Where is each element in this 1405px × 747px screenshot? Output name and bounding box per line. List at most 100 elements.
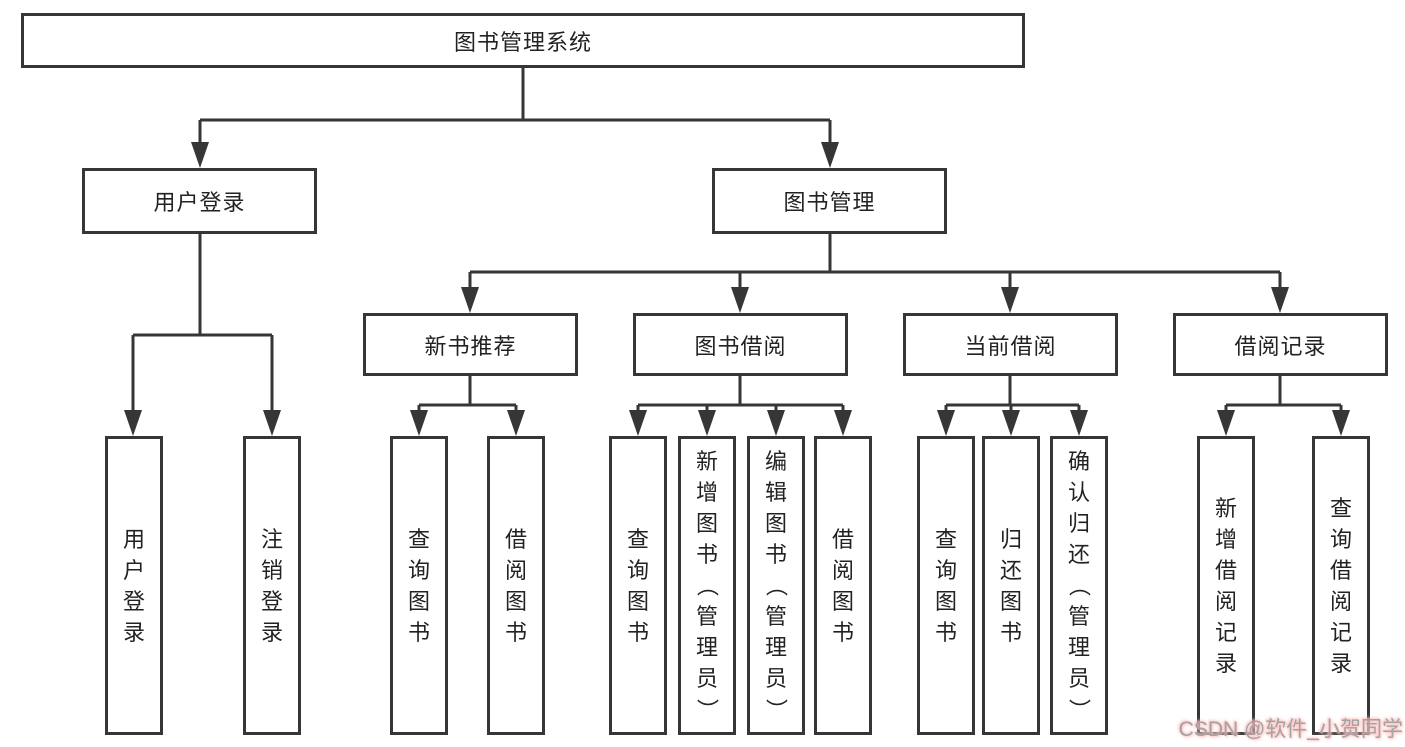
node-current-borrow: 当前借阅 [903, 313, 1118, 376]
char: 图 [504, 588, 527, 614]
char: 登 [122, 588, 145, 614]
node-root: 图书管理系统 [21, 13, 1025, 68]
char: 登 [260, 588, 283, 614]
char: 新 [1214, 495, 1237, 521]
leaf-logout: 注销登录 [243, 436, 301, 735]
char: 阅 [504, 557, 527, 583]
char: ） [1066, 698, 1092, 721]
char: 借 [1329, 557, 1352, 583]
char: 记 [1214, 619, 1237, 645]
leaf-borrow-books: 借阅图书 [814, 436, 872, 735]
char: 录 [122, 619, 145, 645]
node-book-borrow: 图书借阅 [633, 313, 848, 376]
char: 注 [260, 526, 283, 552]
char: 归 [999, 526, 1022, 552]
char: 借 [1214, 557, 1237, 583]
char: 阅 [1329, 588, 1352, 614]
leaf-edit-books-admin: 编辑图书（管理员） [747, 436, 805, 735]
leaf-logout-label: 注销登录 [261, 524, 283, 648]
char: 图 [999, 588, 1022, 614]
char: （ [694, 574, 720, 597]
leaf-return-books-label: 归还图书 [1000, 524, 1022, 648]
char: 书 [764, 542, 787, 567]
char: 记 [1329, 619, 1352, 645]
char: 书 [626, 619, 649, 645]
char: 增 [695, 480, 718, 505]
leaf-add-books-admin-label: 新增图书（管理员） [694, 446, 719, 725]
char: 阅 [1214, 588, 1237, 614]
csdn-watermark: CSDN @软件_小贺同学 [1178, 718, 1403, 741]
char: 还 [1067, 542, 1090, 567]
char: 图 [934, 588, 957, 614]
char: 图 [695, 511, 718, 536]
char: 借 [831, 526, 854, 552]
char: 员 [1067, 666, 1090, 691]
node-borrow-records: 借阅记录 [1173, 313, 1388, 376]
char: 辑 [764, 480, 787, 505]
leaf-recommend-borrow-books: 借阅图书 [487, 436, 545, 735]
char: 询 [407, 557, 430, 583]
char: 询 [1329, 526, 1352, 552]
node-current-borrow-label: 当前借阅 [964, 333, 1057, 359]
char: 查 [934, 526, 957, 552]
char: 录 [1214, 650, 1237, 676]
leaf-recommend-borrow-books-label: 借阅图书 [505, 524, 527, 648]
char: 增 [1214, 526, 1237, 552]
char: 借 [504, 526, 527, 552]
char: 书 [407, 619, 430, 645]
leaf-add-borrow-record-label: 新增借阅记录 [1215, 493, 1237, 679]
char: 查 [407, 526, 430, 552]
char: 查 [1329, 495, 1352, 521]
leaf-return-books: 归还图书 [982, 436, 1040, 735]
char: 查 [626, 526, 649, 552]
node-user-login-label: 用户登录 [153, 190, 246, 215]
char: 确 [1067, 449, 1090, 474]
char: 书 [934, 619, 957, 645]
char: 管 [695, 604, 718, 629]
char: 询 [626, 557, 649, 583]
leaf-recommend-query-books-label: 查询图书 [408, 524, 430, 648]
char: （ [763, 574, 789, 597]
char: 还 [999, 557, 1022, 583]
node-new-book-recommend: 新书推荐 [363, 313, 578, 376]
char: 理 [1067, 635, 1090, 660]
char: ） [763, 698, 789, 721]
char: 录 [1329, 650, 1352, 676]
char: 图 [764, 511, 787, 536]
char: 管 [1067, 604, 1090, 629]
char: 员 [695, 666, 718, 691]
leaf-borrow-books-label: 借阅图书 [832, 524, 854, 648]
leaf-user-login-label: 用户登录 [123, 524, 145, 648]
char: ） [694, 698, 720, 721]
node-borrow-records-label: 借阅记录 [1234, 333, 1327, 359]
leaf-add-books-admin: 新增图书（管理员） [678, 436, 736, 735]
char: 管 [764, 604, 787, 629]
char: 户 [122, 557, 145, 583]
leaf-recommend-query-books: 查询图书 [390, 436, 448, 735]
char: 销 [260, 557, 283, 583]
leaf-confirm-return-admin-label: 确认归还（管理员） [1066, 446, 1091, 725]
char: 书 [831, 619, 854, 645]
char: 图 [407, 588, 430, 614]
node-book-borrow-label: 图书借阅 [694, 333, 787, 359]
node-user-login: 用户登录 [82, 168, 317, 234]
char: 书 [504, 619, 527, 645]
leaf-query-borrow-record-label: 查询借阅记录 [1330, 493, 1352, 679]
leaf-edit-books-admin-label: 编辑图书（管理员） [763, 446, 788, 725]
node-root-label: 图书管理系统 [453, 29, 592, 55]
char: 录 [260, 619, 283, 645]
char: 新 [695, 449, 718, 474]
node-book-management: 图书管理 [712, 168, 947, 234]
char: 认 [1067, 480, 1090, 505]
leaf-borrow-query-books: 查询图书 [609, 436, 667, 735]
char: 用 [122, 526, 145, 552]
char: 员 [764, 666, 787, 691]
char: 理 [764, 635, 787, 660]
leaf-add-borrow-record: 新增借阅记录 [1197, 436, 1255, 735]
char: （ [1066, 574, 1092, 597]
char: 阅 [831, 557, 854, 583]
char: 书 [999, 619, 1022, 645]
leaf-current-query-books: 查询图书 [917, 436, 975, 735]
node-book-management-label: 图书管理 [783, 190, 876, 215]
